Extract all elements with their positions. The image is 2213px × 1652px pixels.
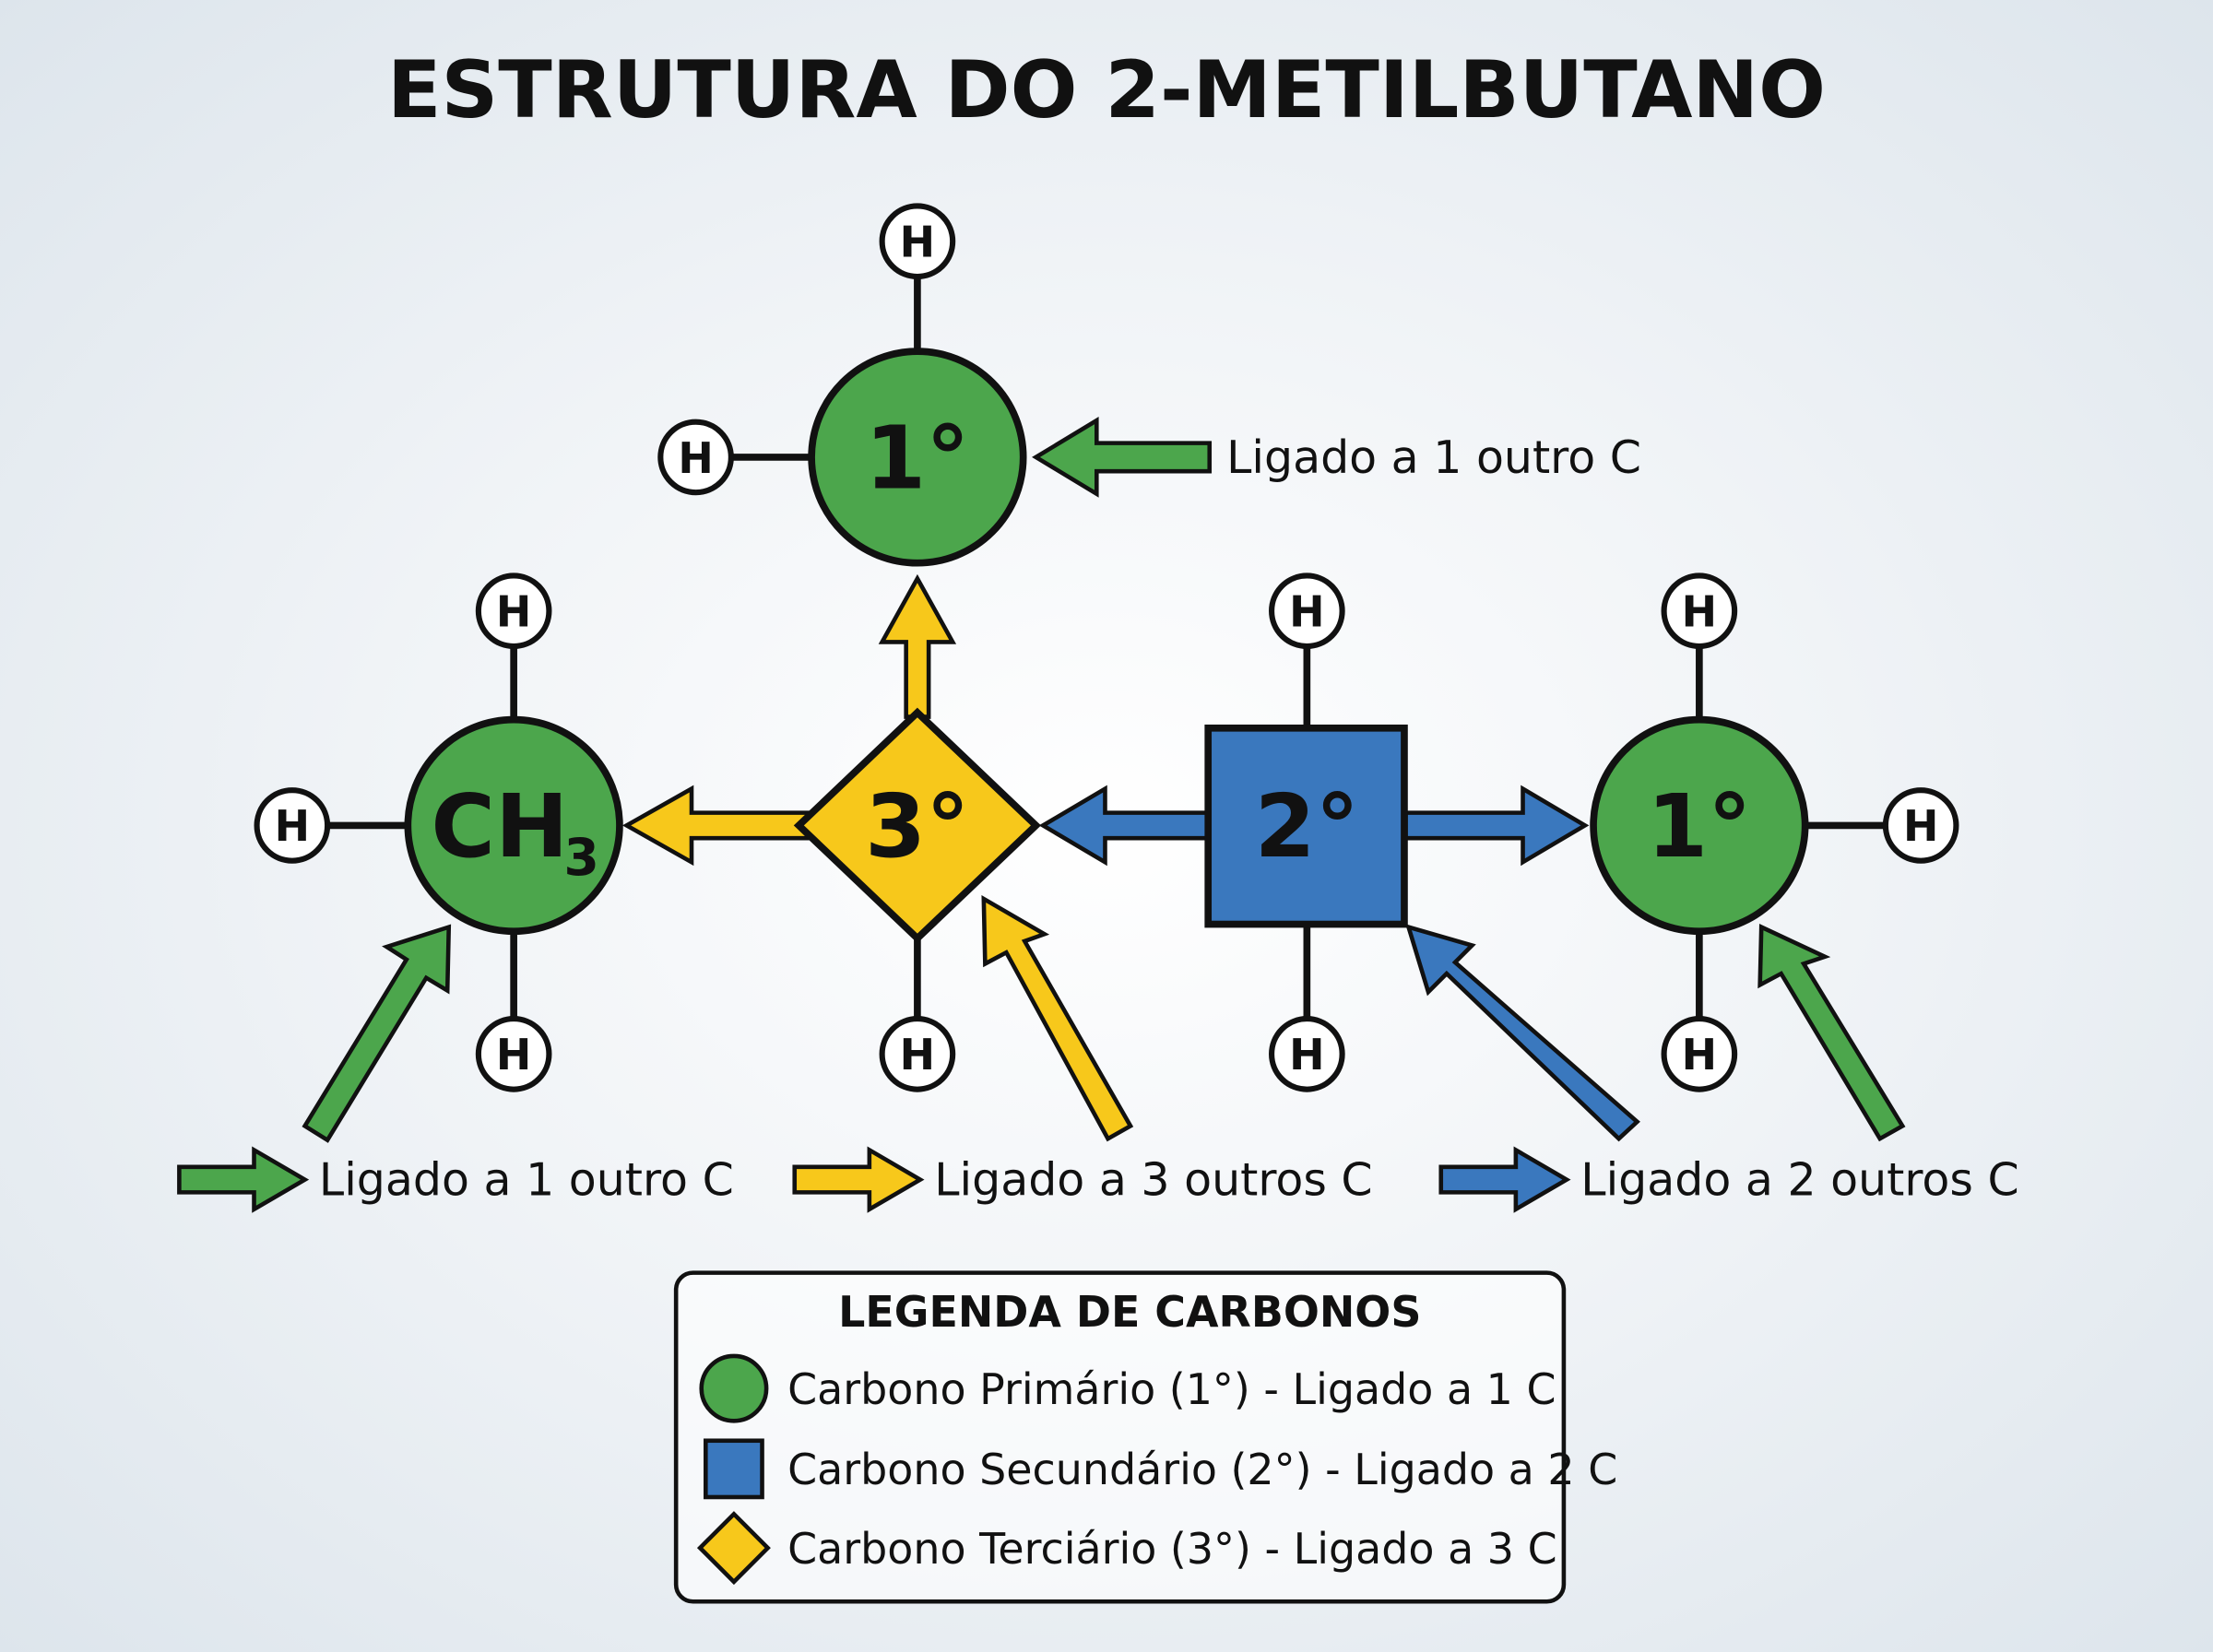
ch3-label: CH [431,776,568,878]
annotation-top: Ligado a 1 outro C [1226,431,1641,484]
legend-label-secondary: Carbono Secundário (2°) - Ligado a 2 C [787,1445,1617,1494]
pointer-arrow-right-label [1438,1146,1571,1213]
legend-label-tertiary: Carbono Terciário (3°) - Ligado a 3 C [787,1524,1557,1574]
legend-square-icon [704,1438,764,1500]
legend-circle-icon [699,1353,769,1423]
secondary-label: 2° [1255,776,1359,878]
hydrogen-atom: H [1269,1016,1345,1092]
hydrogen-atom: H [1661,1016,1738,1092]
annotation-right: Ligado a 2 outros C [1580,1153,2018,1206]
tertiary-label: 3° [865,776,969,878]
legend-diamond-icon [696,1511,771,1586]
pointer-arrow-tertiary [981,894,1134,1142]
bond-arrows [621,573,1590,867]
annotation-left: Ligado a 1 outro C [319,1153,734,1206]
svg-text:H: H [496,587,531,637]
svg-text:H: H [1682,587,1717,637]
bond-arrow-right-blue [1403,785,1590,867]
svg-text:H: H [496,1030,531,1080]
secondary-carbon: 2° [1204,724,1408,928]
legend-item-primary: Carbono Primário (1°) - Ligado a 1 C [699,1353,1556,1423]
pointer-arrow-left-label [177,1146,310,1213]
hydrogen-atom: H [1269,572,1345,650]
legend-item-tertiary: Carbono Terciário (3°) - Ligado a 3 C [696,1511,1557,1586]
bond-arrow-left [621,785,814,867]
legend-label-primary: Carbono Primário (1°) - Ligado a 1 C [787,1364,1556,1414]
ch3-subscript: 3 [563,828,598,887]
legend-item-secondary: Carbono Secundário (2°) - Ligado a 2 C [704,1438,1617,1500]
top-primary-carbon: 1° [808,348,1027,567]
bond-arrow-left-blue [1038,785,1211,867]
svg-text:H: H [1289,1030,1324,1080]
svg-text:H: H [1682,1030,1717,1080]
svg-text:H: H [900,1030,935,1080]
svg-text:H: H [900,218,935,267]
pointer-arrow-secondary [1405,924,1640,1142]
annotation-middle: Ligado a 3 outros C [934,1153,1372,1206]
hydrogen-atom: H [657,419,734,496]
hydrogen-atom: H [1661,572,1738,650]
hydrogen-atom: H [879,1016,956,1092]
right-primary-label: 1° [1647,776,1751,878]
hydrogen-atom: H [475,572,552,650]
right-primary-carbon: 1° [1590,715,1809,936]
legend-box: LEGENDA DE CARBONOS Carbono Primário (1°… [673,1270,1617,1604]
top-primary-label: 1° [865,408,969,510]
hydrogen-atom: H [475,1016,552,1092]
tertiary-carbon: 3° [793,707,1042,944]
hydrogen-atom: H [879,203,956,280]
diagram-title: ESTRUTURA DO 2-METILBUTANO [387,44,1826,136]
bond-lines [327,276,1886,1020]
pointer-arrow-right-primary [1757,924,1906,1142]
hydrogen-atom: H [1882,787,1959,864]
svg-text:H: H [678,433,713,483]
hydrogen-atoms: H H H H H H H H H H H [254,203,1959,1092]
ch3-carbon: CH 3 [404,715,623,936]
pointer-arrow-top [1032,417,1213,498]
legend-title: LEGENDA DE CARBONOS [838,1287,1421,1337]
pointer-arrow-ch3 [302,924,452,1143]
svg-text:H: H [1289,587,1324,637]
bond-arrow-up [878,573,957,719]
hydrogen-atom: H [254,787,331,864]
annotation-arrows [177,417,1906,1213]
pointer-arrow-middle-label [792,1146,925,1213]
svg-text:H: H [275,801,310,851]
svg-text:H: H [1903,801,1938,851]
